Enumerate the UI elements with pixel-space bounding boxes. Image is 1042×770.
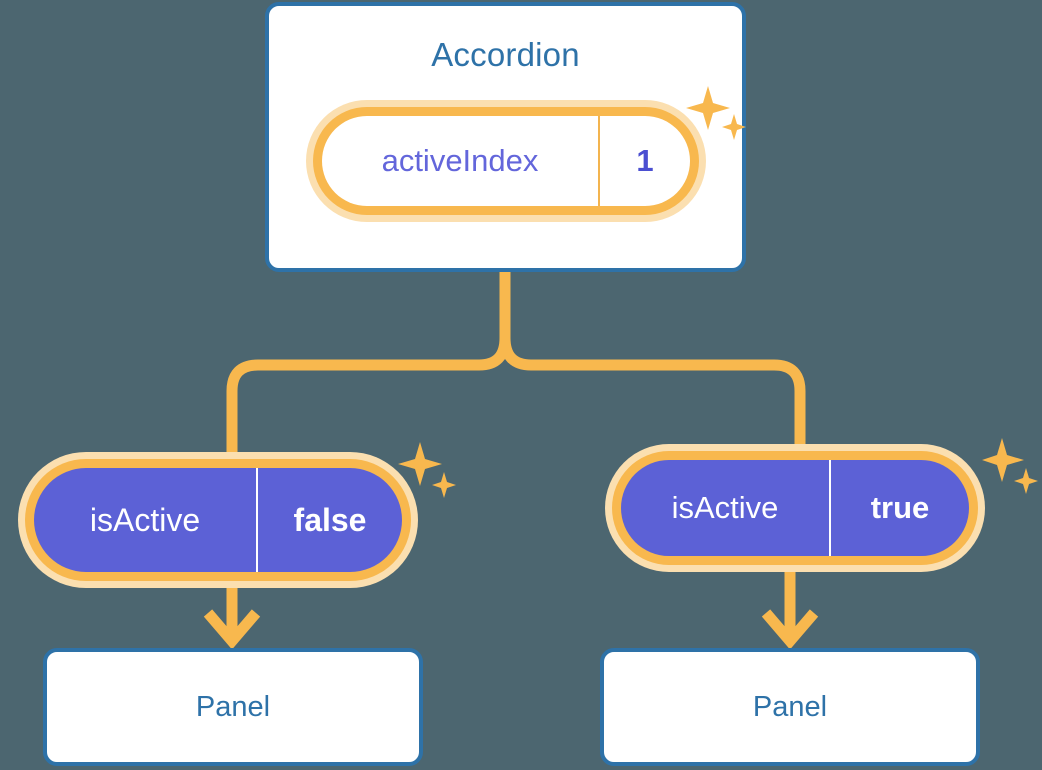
pill-inner: isActive false — [34, 468, 402, 572]
state-pill-activeindex[interactable]: activeIndex 1 — [306, 100, 706, 222]
panel-title: Panel — [195, 690, 271, 723]
state-key-label: isActive — [89, 501, 201, 538]
panel-card-right: Panel — [600, 648, 980, 766]
accordion-title: Accordion — [431, 36, 580, 73]
state-pill-isactive-false[interactable]: isActive false — [18, 452, 418, 588]
state-value-label: true — [829, 460, 969, 556]
connector-branch-left — [226, 337, 511, 452]
panel-card-left: Panel — [43, 648, 423, 766]
sparkle-icon — [982, 438, 1038, 494]
arrow-down-icon-right — [761, 609, 819, 650]
state-key-label: activeIndex — [381, 143, 539, 178]
state-value-label: 1 — [598, 116, 690, 206]
state-value-label: false — [256, 468, 402, 572]
state-pill-isactive-true[interactable]: isActive true — [605, 444, 985, 572]
state-key-label: isActive — [671, 490, 779, 525]
arrow-down-icon-left — [203, 609, 261, 650]
pill-inner: activeIndex 1 — [322, 116, 690, 206]
panel-title: Panel — [752, 690, 828, 723]
pill-inner: isActive true — [621, 460, 969, 556]
connector-branch-right — [499, 337, 806, 444]
